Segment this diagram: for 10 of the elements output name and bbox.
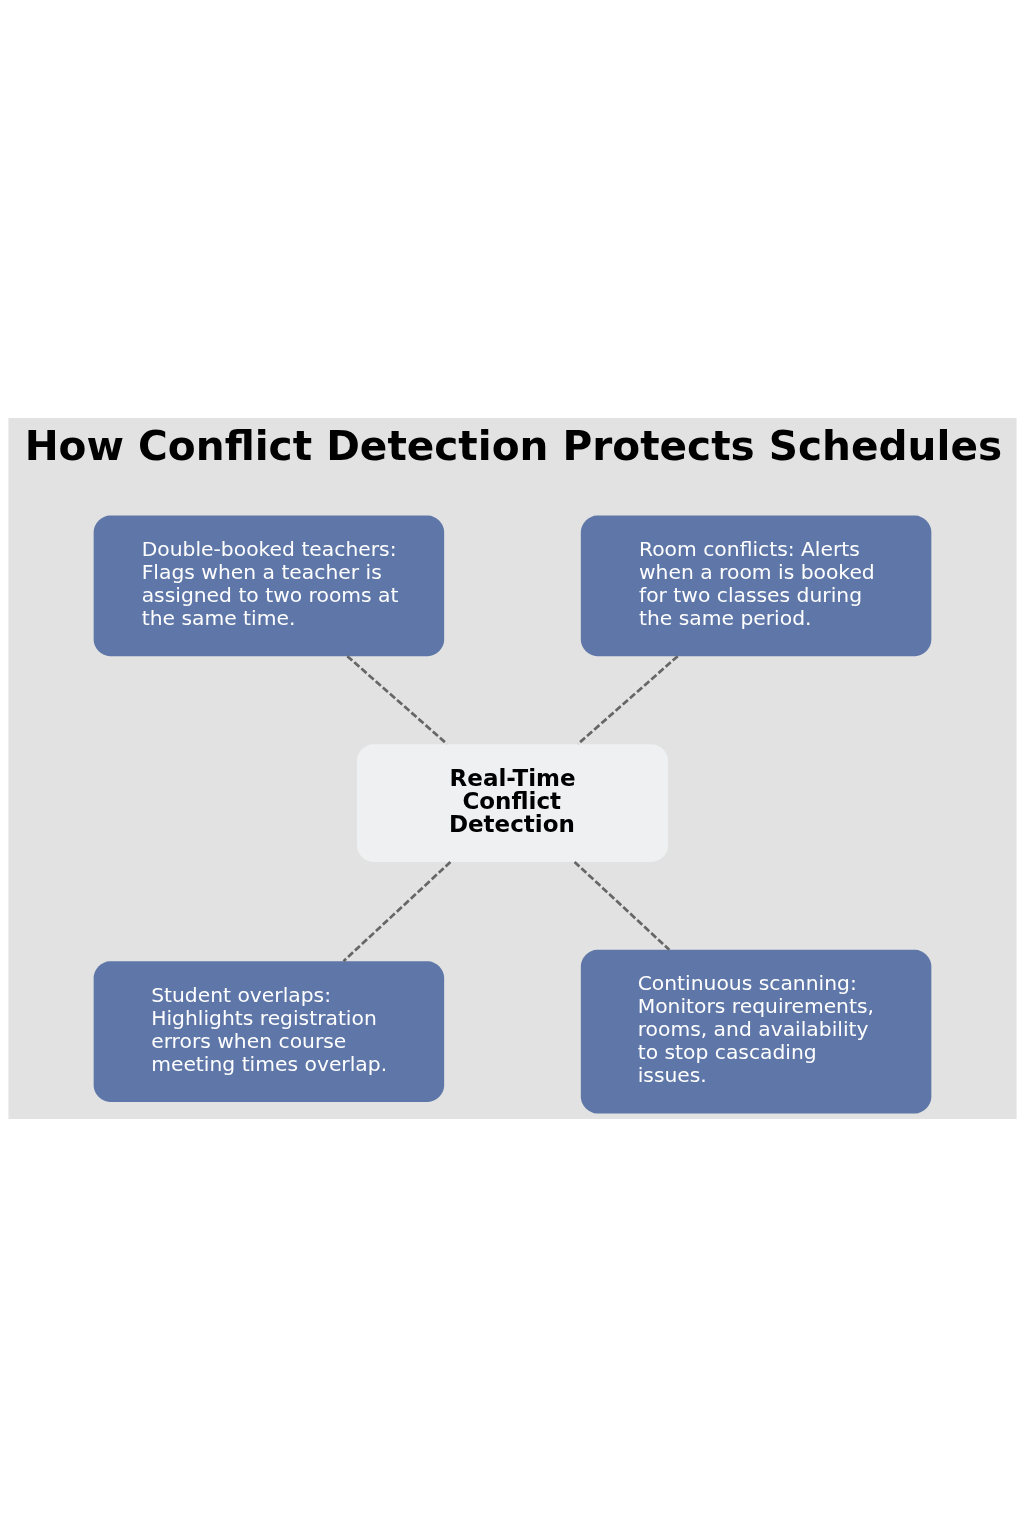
connector <box>573 860 671 951</box>
node-box: Double-booked teachers: Flags when a teacher is assigned to two rooms at the same time. <box>93 514 445 656</box>
node-box: Room conflicts: Alerts when a room is booked for two classes during the same period. <box>580 514 932 656</box>
connector <box>577 654 679 745</box>
connector <box>342 860 452 962</box>
connector <box>346 654 448 745</box>
node-box: Real-Time Conflict Detection <box>356 743 669 862</box>
node-box: Continuous scanning: Monitors requirements, rooms, and availability to stop cascading issues. <box>580 949 932 1114</box>
node-box: Student overlaps: Highlights registration errors when course meeting times overlap. <box>93 960 445 1102</box>
diagram-title: How Conflict Detection Protects Schedules <box>24 421 1003 470</box>
